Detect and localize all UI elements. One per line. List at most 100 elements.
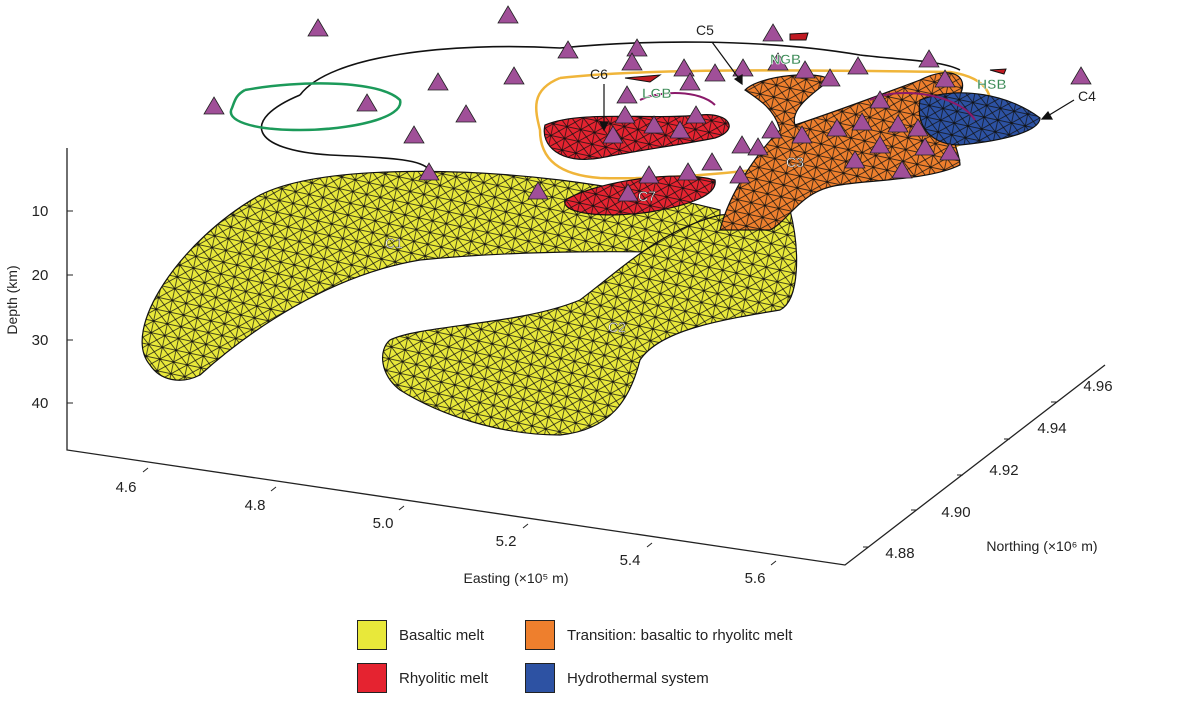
tick-mark bbox=[522, 523, 529, 529]
station-triangle-icon bbox=[427, 72, 449, 91]
easting-tick: 5.2 bbox=[496, 533, 517, 550]
legend-label: Transition: basaltic to rhyolitc melt bbox=[567, 626, 793, 644]
station-triangle-icon bbox=[761, 120, 783, 139]
station-triangle-icon bbox=[356, 93, 378, 112]
station-triangle-icon bbox=[869, 135, 891, 154]
basin-outline-green bbox=[229, 82, 402, 132]
station-triangle-icon bbox=[914, 137, 936, 156]
easting-tick: 5.0 bbox=[373, 515, 394, 532]
station-triangle-icon bbox=[418, 162, 440, 181]
depth-tick: 10 bbox=[32, 203, 49, 220]
axis-ticks bbox=[67, 210, 1057, 566]
tick-mark bbox=[270, 486, 277, 492]
station-triangle-icon bbox=[907, 118, 929, 137]
label-c4: C4 bbox=[1078, 88, 1096, 104]
station-triangle-icon bbox=[621, 52, 643, 71]
station-triangle-icon bbox=[626, 38, 648, 57]
legend-swatch bbox=[525, 663, 555, 693]
station-triangle-icon bbox=[685, 105, 707, 124]
northing-tick: 4.90 bbox=[941, 504, 970, 521]
station-triangle-icon bbox=[794, 60, 816, 79]
seismic-stations bbox=[203, 5, 1092, 202]
legend-label: Hydrothermal system bbox=[567, 669, 709, 687]
legend-item-hydrothermal: Hydrothermal system bbox=[525, 663, 709, 693]
station-triangle-icon bbox=[679, 72, 701, 91]
station-triangle-icon bbox=[891, 160, 913, 179]
station-triangle-icon bbox=[767, 52, 789, 71]
station-triangle-icon bbox=[673, 58, 695, 77]
station-triangle-icon bbox=[887, 114, 909, 133]
station-triangle-icon bbox=[614, 105, 636, 124]
station-triangle-icon bbox=[669, 120, 691, 139]
label-c6: C6 bbox=[590, 66, 608, 82]
station-triangle-icon bbox=[1070, 66, 1092, 85]
easting-tick: 5.4 bbox=[620, 552, 641, 569]
easting-tick: 4.6 bbox=[116, 479, 137, 496]
station-triangle-icon bbox=[791, 125, 813, 144]
station-triangle-icon bbox=[503, 66, 525, 85]
legend-swatch bbox=[525, 620, 555, 650]
body-c4-hydrothermal bbox=[918, 92, 1041, 146]
label-lgb: LGB bbox=[642, 85, 672, 101]
station-triangle-icon bbox=[731, 135, 753, 154]
label-c7: C7 bbox=[638, 188, 656, 204]
legend-label: Basaltic melt bbox=[399, 626, 485, 644]
northing-tick: 4.88 bbox=[885, 545, 914, 562]
station-triangle-icon bbox=[826, 118, 848, 137]
station-triangle-icon bbox=[602, 125, 624, 144]
northing-axis-title: Northing (×10⁶ m) bbox=[986, 538, 1097, 554]
station-triangle-icon bbox=[844, 150, 866, 169]
depth-axis-title: Depth (km) bbox=[4, 265, 20, 334]
tick-mark bbox=[770, 560, 777, 566]
station-triangle-icon bbox=[939, 142, 961, 161]
station-triangle-icon bbox=[557, 40, 579, 59]
station-triangle-icon bbox=[617, 183, 639, 202]
station-triangle-icon bbox=[455, 104, 477, 123]
label-c1: C1 bbox=[385, 235, 403, 251]
station-triangle-icon bbox=[307, 18, 329, 37]
station-triangle-icon bbox=[704, 63, 726, 82]
easting-tick: 4.8 bbox=[245, 497, 266, 514]
station-triangle-icon bbox=[869, 90, 891, 109]
station-triangle-icon bbox=[403, 125, 425, 144]
station-triangle-icon bbox=[701, 152, 723, 171]
legend-item-rhyolitic: Rhyolitic melt bbox=[357, 663, 488, 693]
station-triangle-icon bbox=[677, 162, 699, 181]
legend-item-transition: Transition: basaltic to rhyolitc melt bbox=[525, 620, 792, 650]
station-triangle-icon bbox=[497, 5, 519, 24]
depth-tick: 30 bbox=[32, 332, 49, 349]
northing-tick: 4.96 bbox=[1083, 378, 1112, 395]
station-triangle-icon bbox=[527, 181, 549, 200]
tick-mark bbox=[646, 542, 653, 548]
station-triangle-icon bbox=[732, 58, 754, 77]
station-triangle-icon bbox=[934, 69, 956, 88]
northing-tick: 4.94 bbox=[1037, 420, 1066, 437]
station-triangle-icon bbox=[729, 165, 751, 184]
legend: Basaltic melt Transition: basaltic to rh… bbox=[355, 618, 855, 698]
annotation-arrows bbox=[599, 41, 1075, 132]
label-c3: C3 bbox=[786, 154, 804, 170]
legend-label: Rhyolitic melt bbox=[399, 669, 489, 687]
body-c2-basaltic bbox=[382, 209, 798, 436]
tick-mark bbox=[142, 467, 149, 473]
region-outline-black bbox=[260, 41, 961, 171]
station-triangle-icon bbox=[918, 49, 940, 68]
tick-mark bbox=[398, 505, 405, 511]
body-c7-rhyolitic bbox=[564, 175, 716, 216]
station-triangle-icon bbox=[203, 96, 225, 115]
legend-swatch bbox=[357, 663, 387, 693]
label-c5: C5 bbox=[696, 22, 714, 38]
body-c1-basaltic bbox=[141, 170, 721, 381]
easting-tick: 5.6 bbox=[745, 570, 766, 587]
station-triangle-icon bbox=[762, 23, 784, 42]
station-triangle-icon bbox=[638, 165, 660, 184]
depth-axis bbox=[66, 148, 1106, 566]
station-triangle-icon bbox=[747, 137, 769, 156]
label-ngb: NGB bbox=[770, 51, 801, 67]
northing-tick: 4.92 bbox=[989, 462, 1018, 479]
legend-swatch bbox=[357, 620, 387, 650]
station-triangle-icon bbox=[851, 112, 873, 131]
station-triangle-icon bbox=[847, 56, 869, 75]
